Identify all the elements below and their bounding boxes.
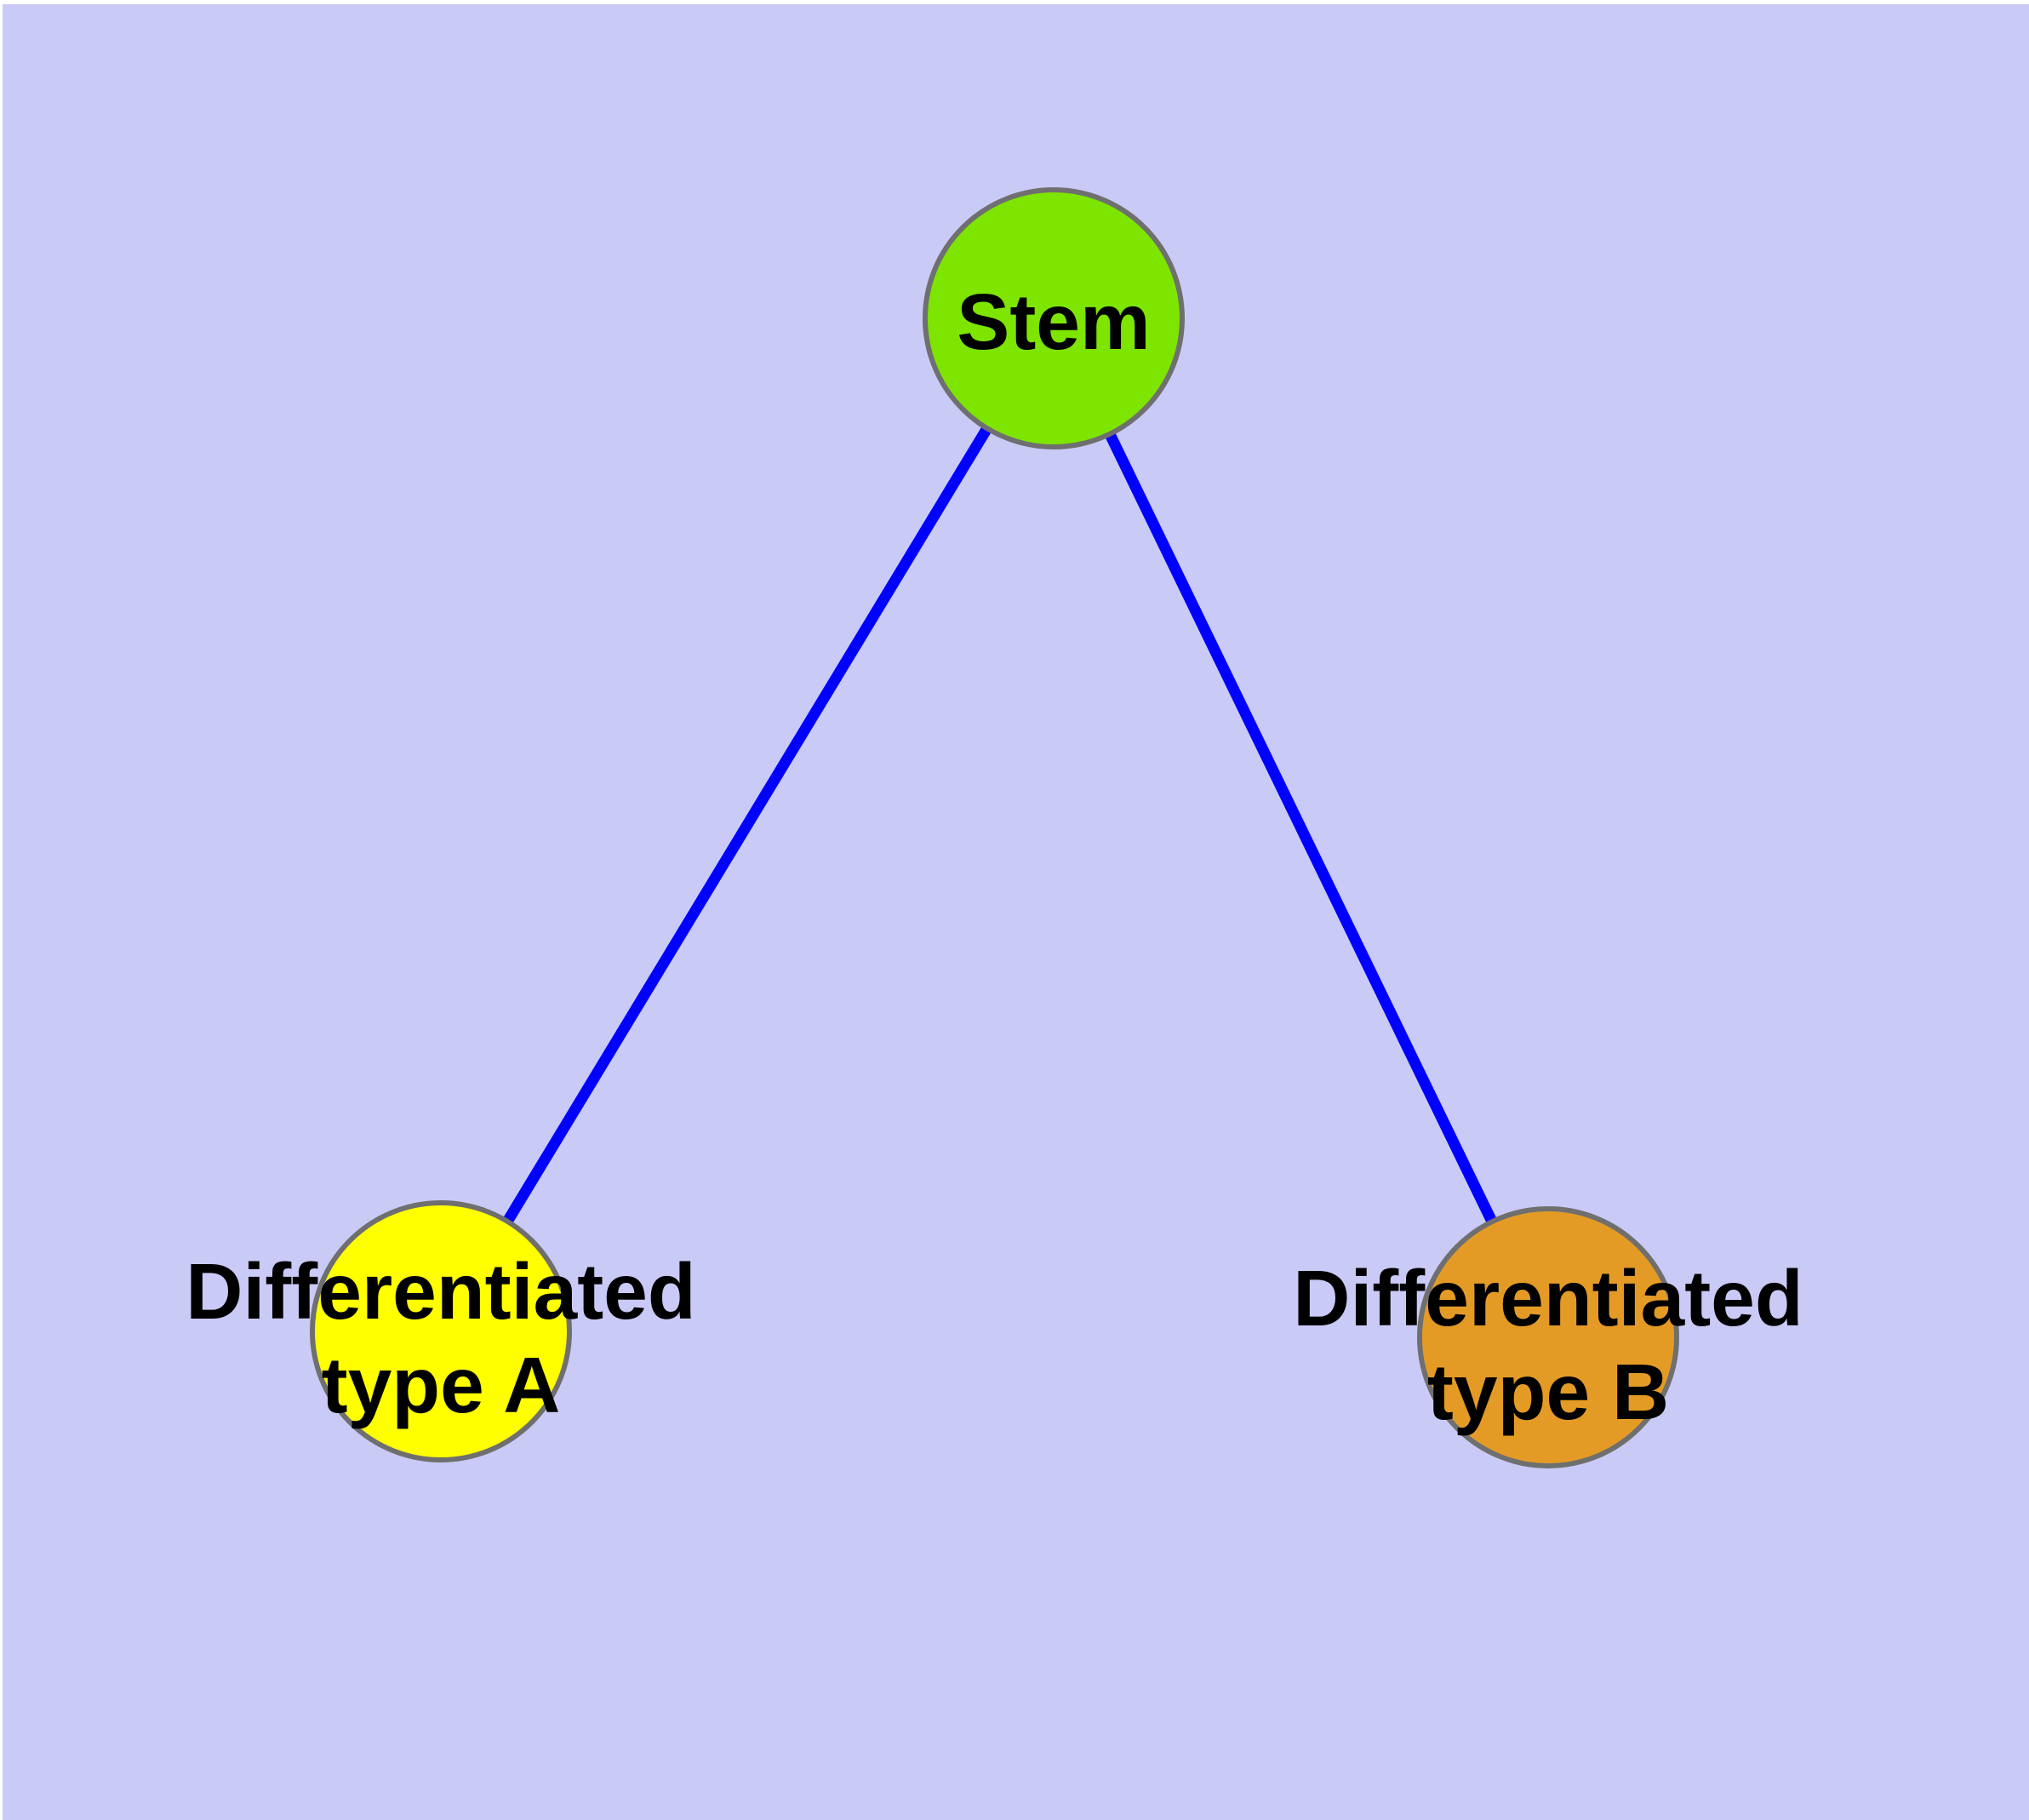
node-label-type-b: Differentiated type B — [1293, 1251, 1803, 1439]
node-stem-circle — [923, 187, 1185, 449]
node-label-stem: Stem — [957, 275, 1150, 369]
node-type-b-circle — [1417, 1206, 1679, 1468]
stem-label-text: Stem — [957, 278, 1151, 366]
edge-stem-to-type-b — [1049, 316, 1553, 1340]
type-a-label-line2: type A — [321, 1341, 561, 1429]
edge-stem-to-type-a — [436, 315, 1059, 1335]
node-label-type-a: Differentiated type A — [186, 1245, 695, 1432]
type-b-label-line2: type B — [1426, 1348, 1670, 1436]
type-b-label-line1: Differentiated — [1293, 1254, 1803, 1342]
type-a-label-line1: Differentiated — [186, 1247, 696, 1336]
node-type-a-circle — [310, 1200, 572, 1462]
